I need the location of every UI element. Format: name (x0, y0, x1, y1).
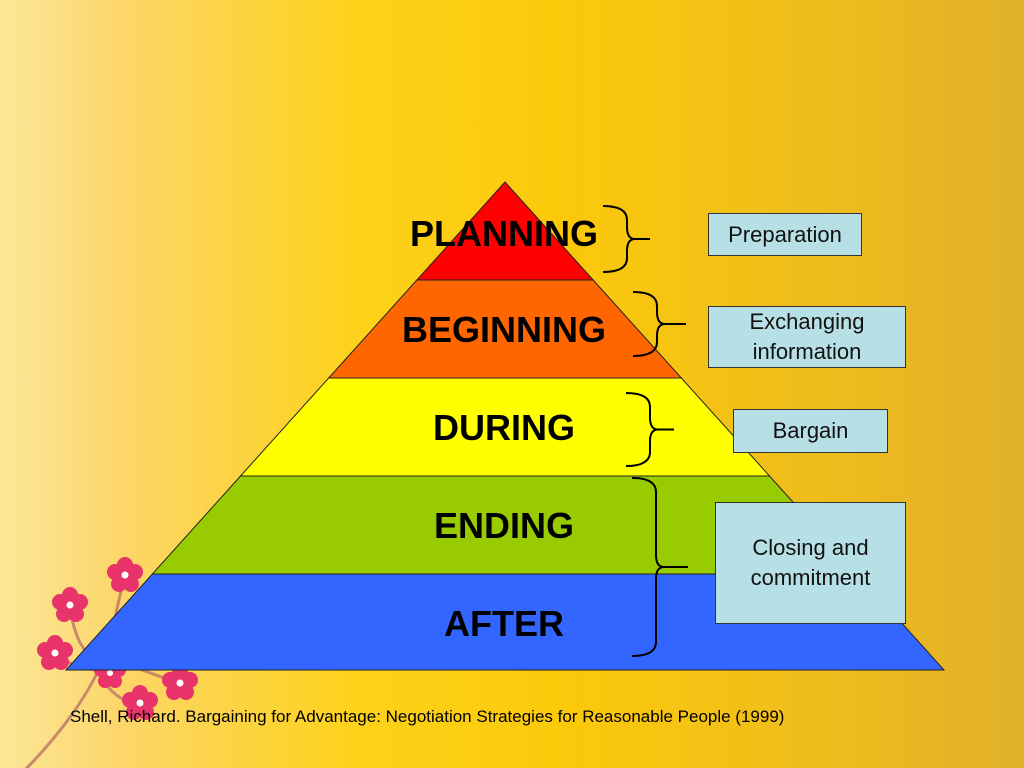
stage-box-bargain: Bargain (733, 409, 888, 453)
stage-box-text: Exchanging information (749, 309, 865, 364)
stage-box-text: Closing and commitment (750, 535, 871, 590)
flower-branch-icon (24, 557, 198, 768)
layer-label-after: AFTER (444, 603, 564, 644)
stage-box-exchanging-information: Exchanging information (708, 306, 906, 368)
stage-box-preparation: Preparation (708, 213, 862, 256)
layer-label-during: DURING (433, 407, 575, 448)
layer-label-ending: ENDING (433, 505, 574, 546)
layer-label-beginning: BEGINNING (401, 309, 606, 350)
stage-box-closing-and-commitment: Closing and commitment (715, 502, 906, 624)
citation-text: Shell, Richard. Bargaining for Advantage… (70, 707, 785, 726)
layer-label-planning: PLANNING (410, 213, 598, 254)
stage-box-text: Bargain (772, 418, 849, 443)
stage-box-text: Preparation (728, 221, 842, 247)
